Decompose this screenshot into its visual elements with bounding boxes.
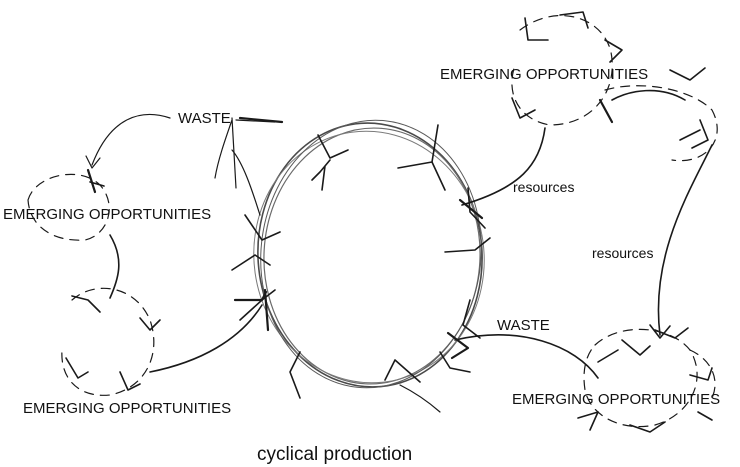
emerging-opportunities-bottom-left-label: EMERGING OPPORTUNITIES [23,400,231,417]
bottomleft-to-ring-arrow [149,304,263,373]
central-cycle-arrow-ticks [231,124,491,399]
waste-top-label: WASTE [178,110,231,127]
topright-loop-arrow [611,89,686,101]
waste-right-label: WASTE [497,317,550,334]
cyclical-production-caption: cyclical production [257,444,412,465]
emerging-opportunities-left-label: EMERGING OPPORTUNITIES [3,206,211,223]
left-to-bottomleft-arrow [109,234,120,299]
cluster-left [27,168,110,241]
central-cycle-ring [253,119,485,413]
cluster-bottom-right [577,327,716,433]
waste-right-curve-arrow [454,334,599,379]
emerging-opportunities-top-right-label: EMERGING OPPORTUNITIES [440,66,648,83]
waste-top-curve-arrow [91,114,171,166]
emerging-opportunities-bottom-right-label: EMERGING OPPORTUNITIES [512,391,720,408]
resources-lower-label: resources [592,245,653,261]
cluster-bottom-left [61,287,161,396]
resources-upper-label: resources [513,179,574,195]
resources-right-down-arrow [657,144,713,336]
topright-to-ring-resources-arrow [461,127,546,206]
connector-arrows [85,89,713,379]
cluster-top-right [511,11,718,162]
